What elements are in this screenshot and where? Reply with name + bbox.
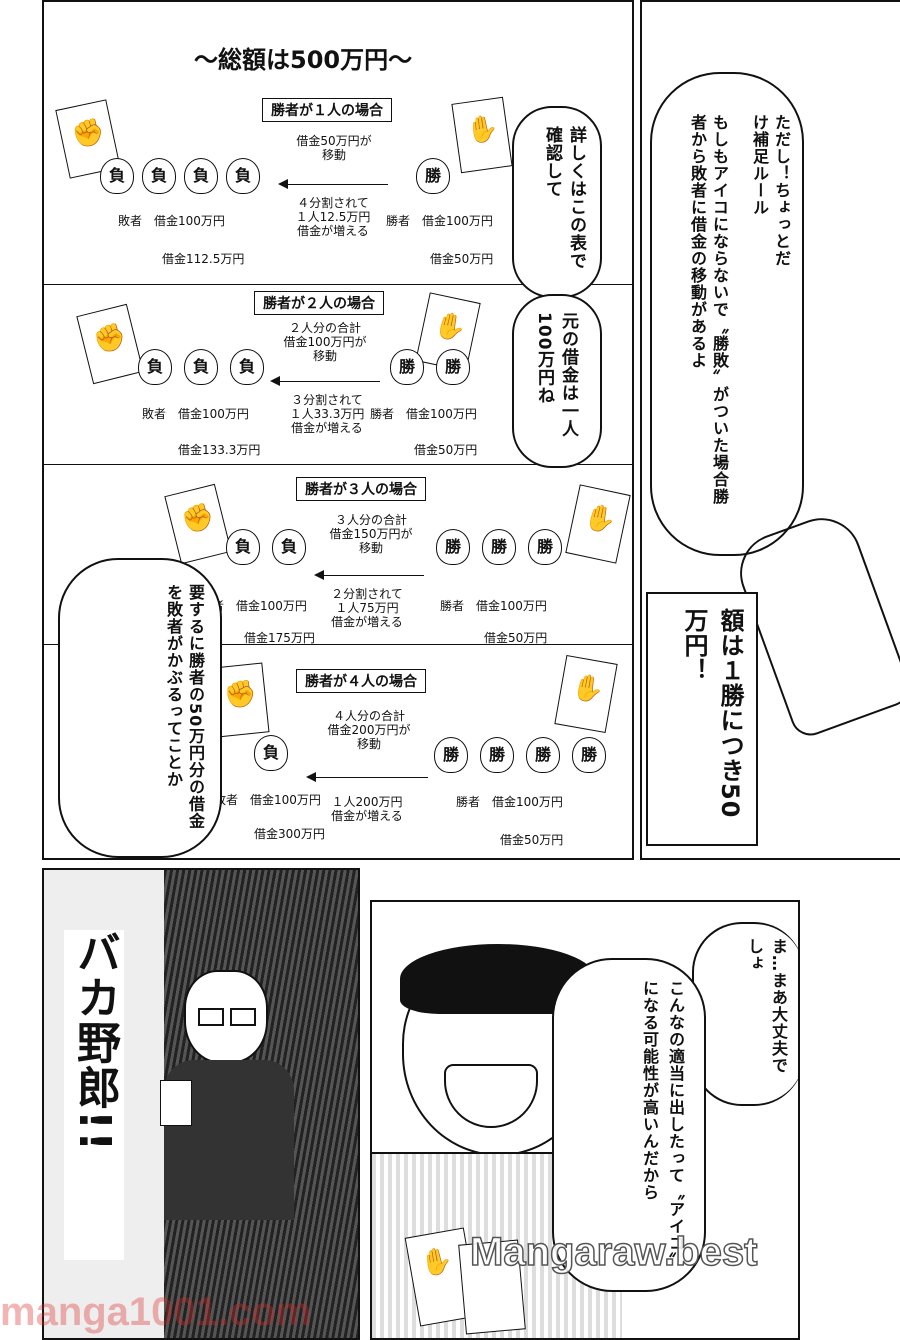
winner-label: 勝者 借金100万円	[370, 407, 477, 421]
winner-label: 勝者 借金100万円	[440, 599, 547, 613]
winner-head: 勝	[436, 349, 470, 385]
move-text: ３人分の合計借金150万円が移動	[329, 513, 413, 555]
winner-head: 勝	[528, 529, 562, 565]
loser-head: 負	[184, 158, 218, 194]
palm-icon: ✋	[418, 1245, 456, 1281]
rule-table-panel: ～総額は500万円～ 勝者が１人の場合 ✊ ✋ 負 負 負 負 勝 借金50万円…	[42, 0, 634, 860]
loser-label: 敗者 借金100万円	[214, 793, 321, 807]
loser-head: 負	[142, 158, 176, 194]
winner-label: 勝者 借金100万円	[456, 795, 563, 809]
loser-head: 負	[184, 349, 218, 385]
smile-mouth	[444, 1064, 538, 1128]
detail-bubble: 詳しくはこの表で確認して	[512, 106, 602, 298]
move-text: 借金50万円が移動	[296, 134, 372, 162]
cards-in-hand	[160, 1080, 192, 1126]
loser-head: 負	[100, 158, 134, 194]
case-title: 勝者が３人の場合	[296, 477, 426, 501]
smiling-character-panel: ✋ ま…まあ大丈夫でしょ こんなの適当に出したって〝アイコ〟になる可能性が高いん…	[370, 900, 800, 1340]
fist-icon: ✊	[222, 678, 259, 712]
loser-result: 借金112.5万円	[162, 252, 245, 266]
original-debt-bubble: 元の借金は一人100万円ね	[512, 294, 602, 468]
glasses-man	[184, 970, 268, 1064]
winner-head: 勝	[390, 349, 424, 385]
winner-result: 借金50万円	[484, 631, 548, 645]
loser-head: 負	[226, 158, 260, 194]
loser-result: 借金133.3万円	[178, 443, 261, 457]
watermark-left: manga1001.com	[0, 1290, 312, 1334]
speech-bubble-2: こんなの適当に出したって〝アイコ〟になる可能性が高いんだから	[552, 958, 706, 1292]
loser-result: 借金175万円	[244, 631, 315, 645]
winner-head: 勝	[482, 529, 516, 565]
split-text: １人200万円借金が増える	[331, 795, 403, 823]
loser-head: 負	[226, 529, 260, 565]
winner-result: 借金50万円	[430, 252, 494, 266]
loser-head: 負	[230, 349, 264, 385]
speech-bubble-1: ま…まあ大丈夫でしょ	[692, 922, 798, 1106]
winner-head: 勝	[526, 737, 560, 773]
loser-result: 借金300万円	[254, 827, 325, 841]
winner-head: 勝	[572, 737, 606, 773]
case-row-3: 勝者が３人の場合 ✊ ✋ 負 負 勝 勝 勝 ３人分の合計借金150万円が移動 …	[44, 464, 632, 645]
winner-result: 借金50万円	[414, 443, 478, 457]
paper-card: ✋	[451, 96, 513, 174]
rule-bubble: ただし！ちょっとだけ補足ルール もしもアイコにならないで〝勝敗〟がついた場合勝者…	[650, 72, 804, 556]
fist-icon: ✊	[90, 320, 130, 358]
case-title: 勝者が１人の場合	[262, 98, 392, 122]
loser-label: 敗者 借金100万円	[142, 407, 249, 421]
case-title: 勝者が２人の場合	[254, 291, 384, 315]
transfer-arrow	[314, 570, 424, 580]
winner-head: 勝	[480, 737, 514, 773]
angry-character-panel: バカ野郎!!	[42, 868, 360, 1340]
palm-icon: ✋	[581, 501, 620, 538]
rock-card: ✊	[164, 483, 232, 565]
fist-icon: ✊	[178, 500, 218, 538]
palm-icon: ✋	[569, 671, 607, 707]
transfer-arrow	[270, 376, 380, 386]
loser-label: 敗者 借金100万円	[118, 214, 225, 228]
shout-box: 額は１勝につき50万円！	[646, 592, 758, 846]
paper-card: ✋	[565, 484, 631, 564]
watermark-right: Mangaraw.best	[469, 1229, 758, 1275]
winner-head: 勝	[436, 529, 470, 565]
loser-head: 負	[272, 529, 306, 565]
rule-explanation-panel: ただし！ちょっとだけ補足ルール もしもアイコにならないで〝勝敗〟がついた場合勝者…	[640, 0, 900, 860]
winner-result: 借金50万円	[500, 833, 564, 847]
palm-icon: ✋	[431, 309, 470, 346]
transfer-arrow	[278, 179, 388, 189]
rock-card: ✊	[76, 303, 144, 385]
winner-head: 勝	[434, 737, 468, 773]
fist-icon: ✊	[69, 115, 108, 152]
transfer-arrow	[306, 772, 428, 782]
winner-label: 勝者 借金100万円	[386, 214, 493, 228]
move-text: ２人分の合計借金100万円が移動	[283, 321, 367, 363]
case-title: 勝者が４人の場合	[296, 669, 426, 693]
loser-head: 負	[138, 349, 172, 385]
paper-card: ✋	[554, 655, 618, 733]
palm-icon: ✋	[464, 112, 501, 147]
loser-head: 負	[254, 735, 288, 771]
page-title: ～総額は500万円～	[194, 46, 413, 74]
move-text: ４人分の合計借金200万円が移動	[327, 709, 411, 751]
case-row-2: 勝者が２人の場合 ✊ ✋ 負 負 負 勝 勝 ２人分の合計借金100万円が移動 …	[44, 284, 632, 464]
summary-bubble: 要するに勝者の50万円分の借金を敗者がかぶるってことか	[58, 558, 222, 858]
winner-head: 勝	[416, 158, 450, 194]
